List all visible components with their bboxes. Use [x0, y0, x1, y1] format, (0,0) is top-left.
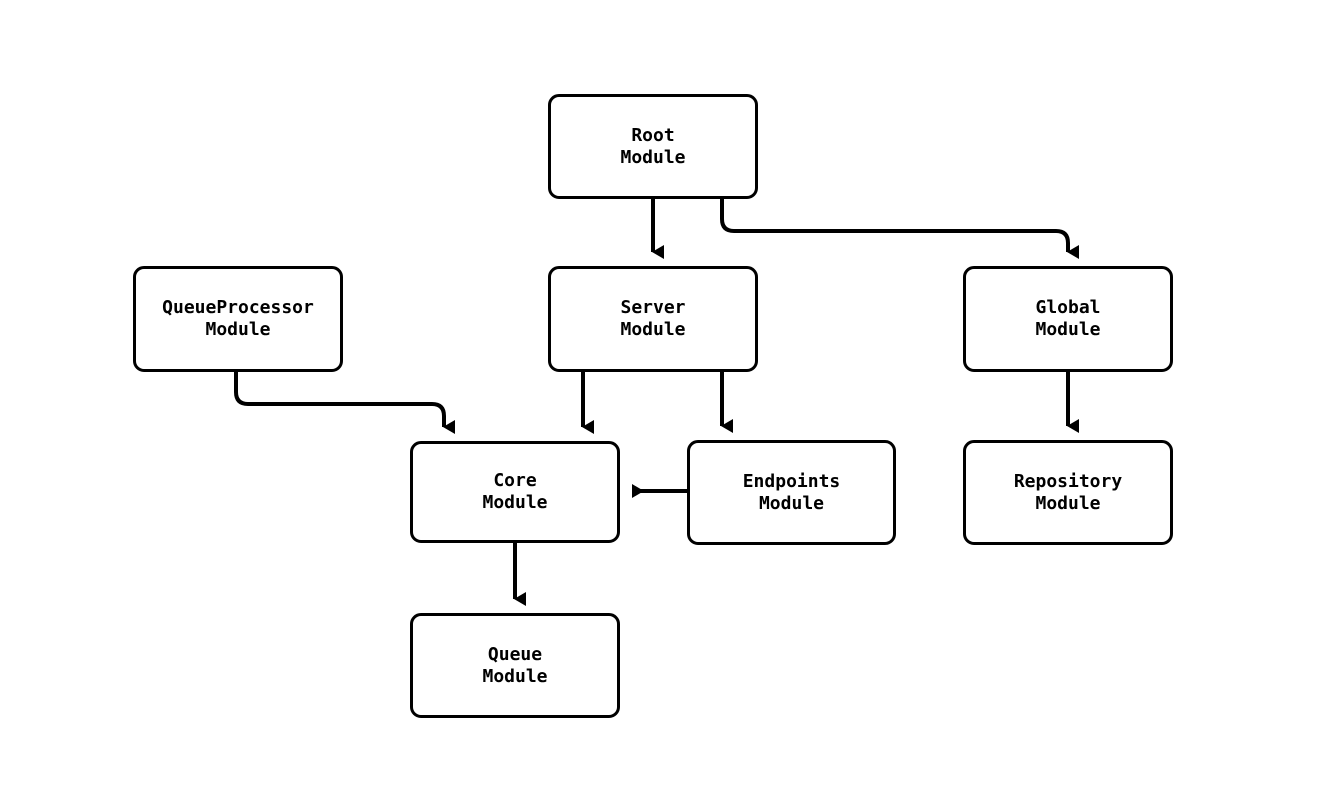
node-queue-module[interactable]: Queue Module: [410, 613, 620, 718]
edge-root-to-global: [720, 199, 1079, 259]
edge-queueprocessor-to-core: [234, 372, 455, 434]
node-endpoints-module-label: Endpoints Module: [742, 470, 841, 514]
node-core-module[interactable]: Core Module: [410, 441, 620, 543]
node-server-module[interactable]: Server Module: [548, 266, 758, 372]
node-queueprocessor-module[interactable]: QueueProcessor Module: [133, 266, 343, 372]
node-repository-module[interactable]: Repository Module: [963, 440, 1173, 545]
node-server-module-label: Server Module: [620, 297, 686, 340]
node-root-module[interactable]: Root Module: [548, 94, 758, 199]
node-queue-module-label: Queue Module: [482, 643, 548, 687]
node-root-module-label: Root Module: [620, 124, 686, 168]
node-queueprocessor-module-label: QueueProcessor Module: [162, 297, 314, 340]
node-repository-module-label: Repository Module: [1013, 470, 1123, 514]
node-global-module-label: Global Module: [1035, 297, 1101, 340]
node-core-module-label: Core Module: [482, 470, 548, 513]
node-global-module[interactable]: Global Module: [963, 266, 1173, 372]
node-endpoints-module[interactable]: Endpoints Module: [687, 440, 896, 545]
